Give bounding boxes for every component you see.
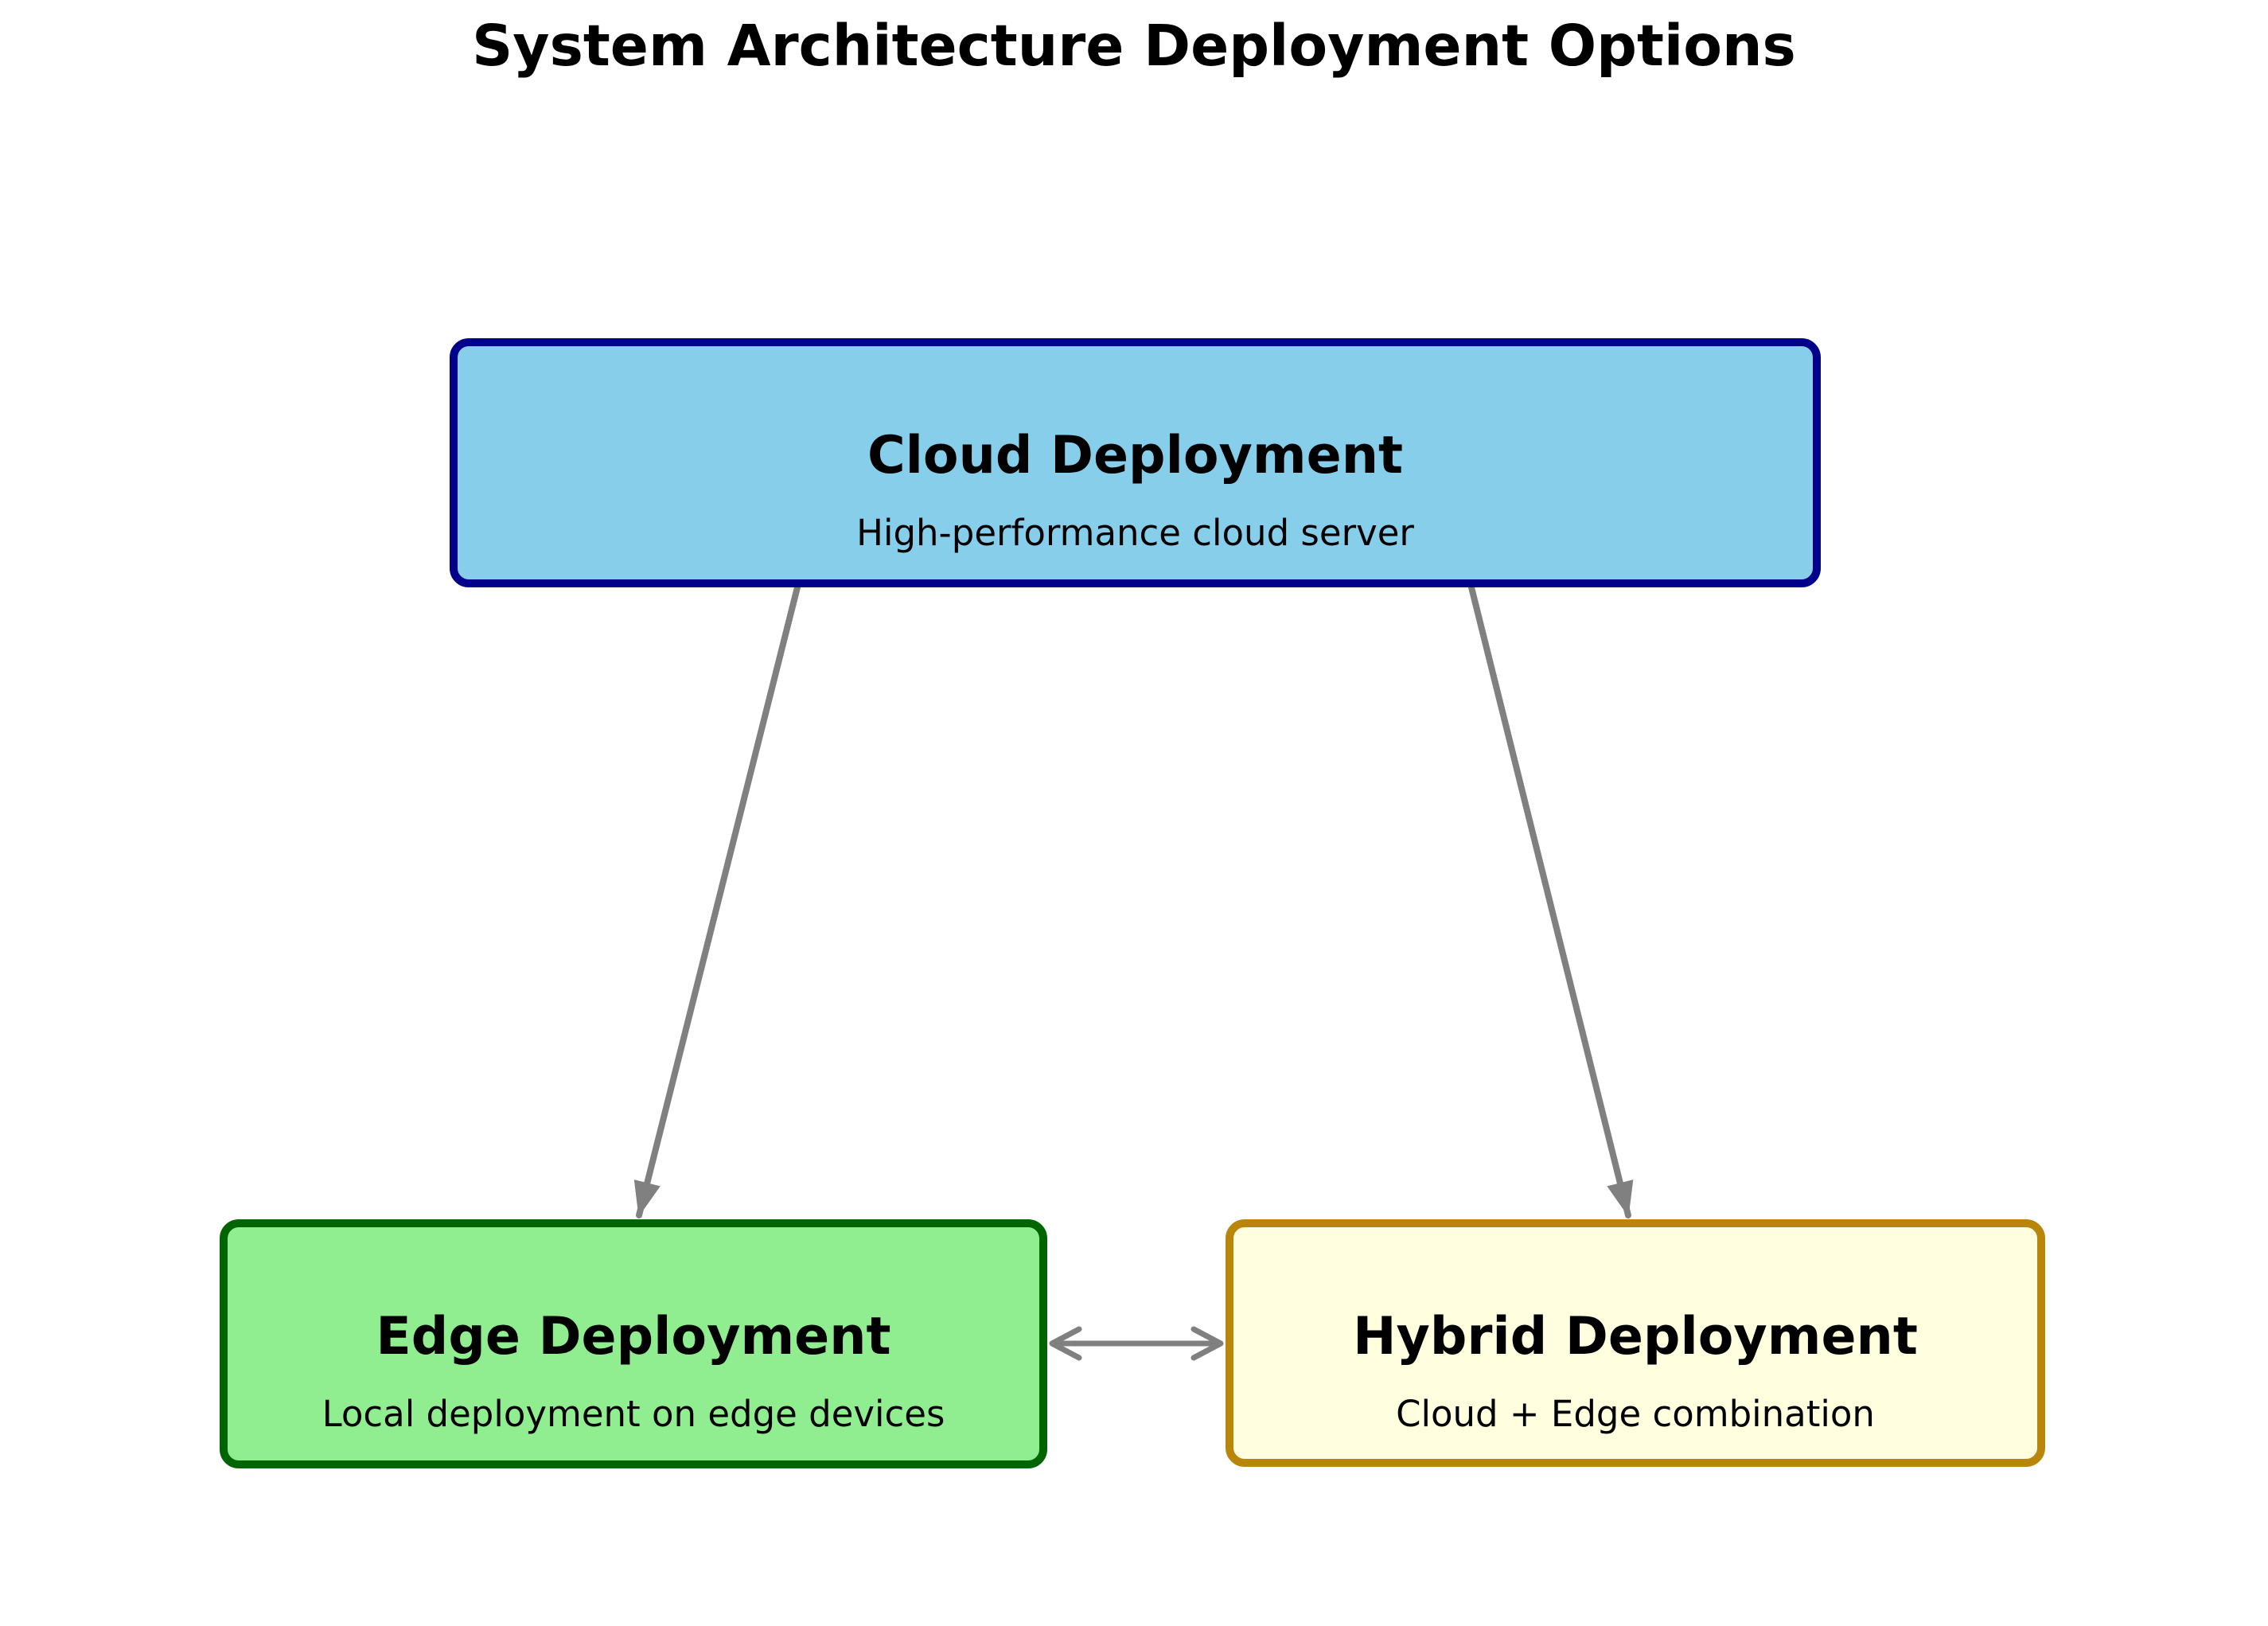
node-hybrid-deployment: Hybrid Deployment Cloud + Edge combinati… [1226,1219,2045,1467]
diagram-title: System Architecture Deployment Options [472,13,1796,79]
node-edge-deployment: Edge Deployment Local deployment on edge… [220,1219,1047,1468]
node-cloud-subtitle: High-performance cloud server [856,512,1414,554]
arrow-cloud-to-edge [633,584,801,1219]
node-cloud-title: Cloud Deployment [867,426,1404,485]
node-edge-subtitle: Local deployment on edge devices [321,1393,945,1435]
node-hybrid-title: Hybrid Deployment [1353,1307,1918,1367]
arrow-cloud-to-hybrid [1468,584,1634,1219]
node-hybrid-subtitle: Cloud + Edge combination [1396,1393,1875,1435]
node-edge-title: Edge Deployment [376,1307,891,1367]
node-cloud-deployment: Cloud Deployment High-performance cloud … [450,338,1821,587]
